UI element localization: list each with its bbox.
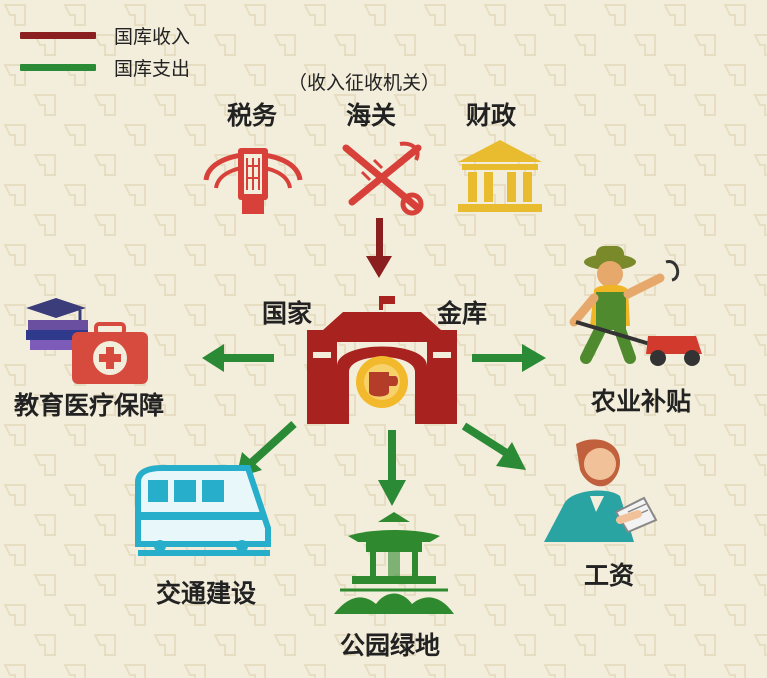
label-education-medical: 教育医疗保障 [14, 391, 165, 420]
label-salary: 工资 [584, 561, 635, 590]
expense-swatch [20, 64, 96, 71]
collector-label-customs: 海关 [346, 101, 397, 130]
label-transport: 交通建设 [156, 579, 257, 608]
arrow-to-agriculture [472, 344, 546, 372]
pavilion-icon [334, 512, 454, 614]
arrow-to-education [202, 344, 274, 372]
income-swatch [20, 32, 96, 39]
label-park-greenery: 公园绿地 [340, 631, 441, 660]
legend-expense-label: 国库支出 [114, 58, 191, 80]
arrow-to-salary [461, 422, 526, 470]
income-arrow [366, 218, 392, 278]
collector-label-tax: 税务 [227, 101, 278, 130]
tax-seal-icon [203, 148, 303, 214]
education-medical-icon [26, 298, 148, 384]
collector-label-finance: 财政 [466, 101, 517, 130]
train-icon [135, 465, 271, 556]
worker-document-icon [544, 439, 658, 542]
collectors-note: （收入征收机关） [288, 72, 441, 94]
farmer-mower-icon [569, 246, 702, 366]
customs-emblem-icon [342, 141, 424, 216]
treasury-label-right: 金库 [437, 299, 488, 328]
treasury-label-left: 国家 [262, 299, 313, 328]
label-agriculture-subsidy: 农业补贴 [591, 387, 692, 416]
legend-item-expense: 国库支出 [20, 54, 190, 81]
treasury-building-icon [307, 296, 457, 424]
legend-income-label: 国库收入 [114, 26, 191, 48]
arrow-to-park [378, 430, 406, 506]
legend-item-income: 国库收入 [20, 22, 190, 49]
finance-building-icon [458, 140, 542, 212]
